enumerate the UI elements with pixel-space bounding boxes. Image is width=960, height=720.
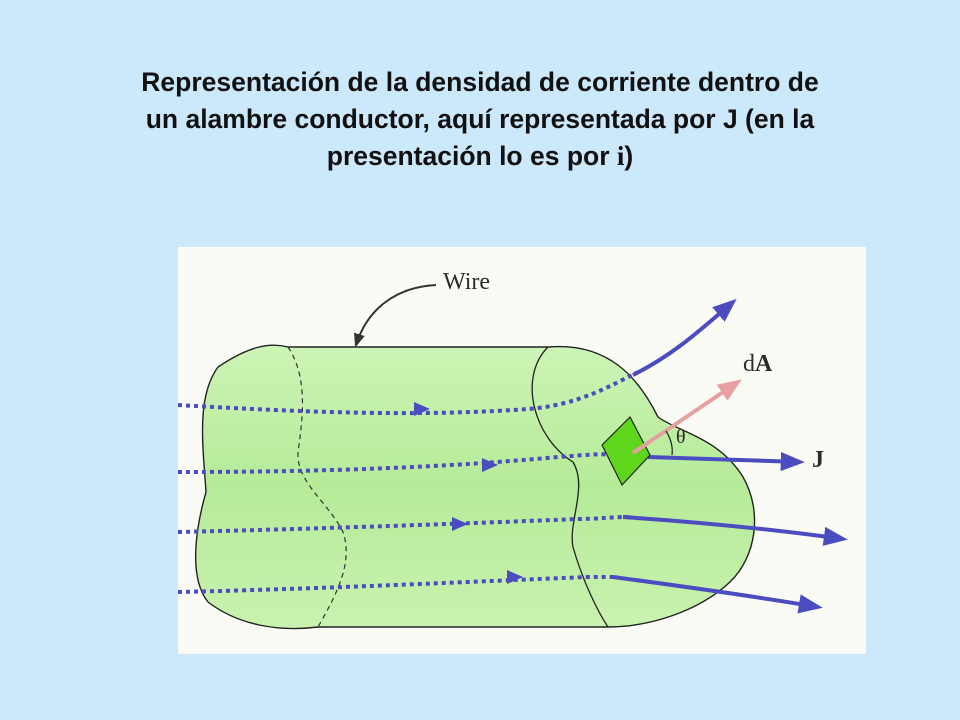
slide-title: Representación de la densidad de corrien… <box>40 64 920 175</box>
flow-marker-3 <box>452 517 468 531</box>
angle-arc <box>665 430 673 456</box>
wire-pointer-arrow <box>354 284 437 348</box>
flow-direction-markers <box>414 402 523 584</box>
title-line-3-close: ) <box>624 141 634 171</box>
flow-line-4 <box>178 575 618 594</box>
area-label-A: A <box>755 351 773 377</box>
flow-arrow-2 <box>647 451 805 472</box>
flow-marker-1 <box>414 402 430 416</box>
title-current-symbol: i <box>616 141 625 171</box>
area-label: dA <box>743 351 773 377</box>
current-label: J <box>812 447 824 473</box>
wire-body <box>194 344 756 630</box>
flow-line-2 <box>178 452 639 474</box>
flow-arrow-3 <box>622 515 848 546</box>
current-density-figure: Wire dA θ J <box>178 247 866 654</box>
flow-line-1 <box>178 370 639 416</box>
current-flow-lines <box>178 370 639 594</box>
flow-marker-4 <box>507 570 523 584</box>
wire-diagram: Wire dA θ J <box>178 269 848 630</box>
flow-arrow-1 <box>632 298 737 377</box>
flow-marker-2 <box>482 458 498 472</box>
angle-label: θ <box>676 426 686 448</box>
area-label-d: d <box>743 351 755 377</box>
wire-end-face <box>531 346 609 628</box>
current-flow-arrows <box>612 298 848 614</box>
title-line-3-text: presentación lo es por <box>326 141 617 171</box>
title-line-1: Representación de la densidad de corrien… <box>141 67 819 97</box>
flow-line-3 <box>178 515 629 534</box>
area-vector-dA <box>631 379 742 455</box>
wire-left-dashed-outline <box>287 346 347 628</box>
title-line-3: presentación lo es por i) <box>40 138 920 175</box>
wire-label: Wire <box>443 269 490 295</box>
area-element <box>601 415 651 487</box>
flow-arrow-4 <box>612 575 823 614</box>
title-line-2: un alambre conductor, aquí representada … <box>145 104 815 134</box>
